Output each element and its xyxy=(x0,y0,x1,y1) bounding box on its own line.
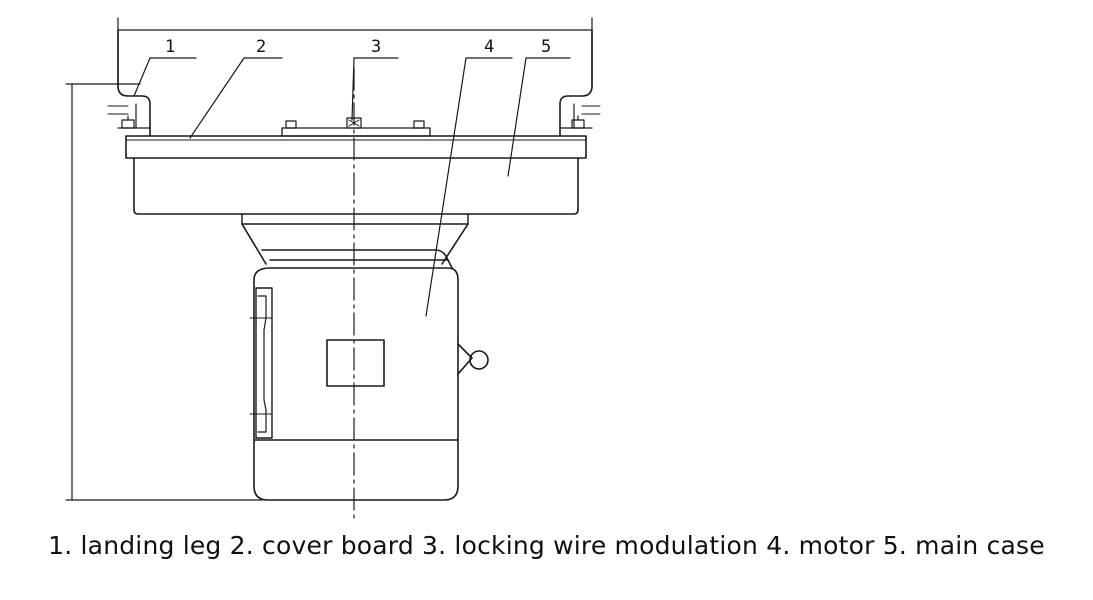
callout-leader-4 xyxy=(425,57,513,317)
callout-number-4: 4 xyxy=(484,37,494,57)
motor-fan-cover xyxy=(249,287,273,439)
main-case xyxy=(133,157,579,225)
right-landing-leg xyxy=(559,29,601,137)
parts-legend-caption: 1. landing leg 2. cover board 3. locking… xyxy=(48,531,1045,560)
right-leg-bolt xyxy=(571,115,585,129)
motor-adapter xyxy=(241,223,469,265)
cover-board xyxy=(125,135,587,159)
motor-body xyxy=(253,249,459,501)
callout-number-5: 5 xyxy=(541,37,551,57)
callout-number-1: 1 xyxy=(165,37,175,57)
callout-leader-2 xyxy=(189,57,283,139)
overall-width-dimension xyxy=(117,17,593,89)
callout-leader-5 xyxy=(507,57,571,177)
left-leg-bolt xyxy=(121,115,135,129)
overall-height-dimension xyxy=(65,83,263,501)
motor-junction-box xyxy=(457,343,489,375)
callout-number-2: 2 xyxy=(256,37,266,57)
callout-leader-3 xyxy=(351,57,399,121)
callout-number-3: 3 xyxy=(371,37,381,57)
motor-assembly-drawing: 1 2 3 4 5 xyxy=(65,17,601,523)
locking-wire-modulation xyxy=(281,117,431,137)
callout-leader-1 xyxy=(133,57,197,97)
